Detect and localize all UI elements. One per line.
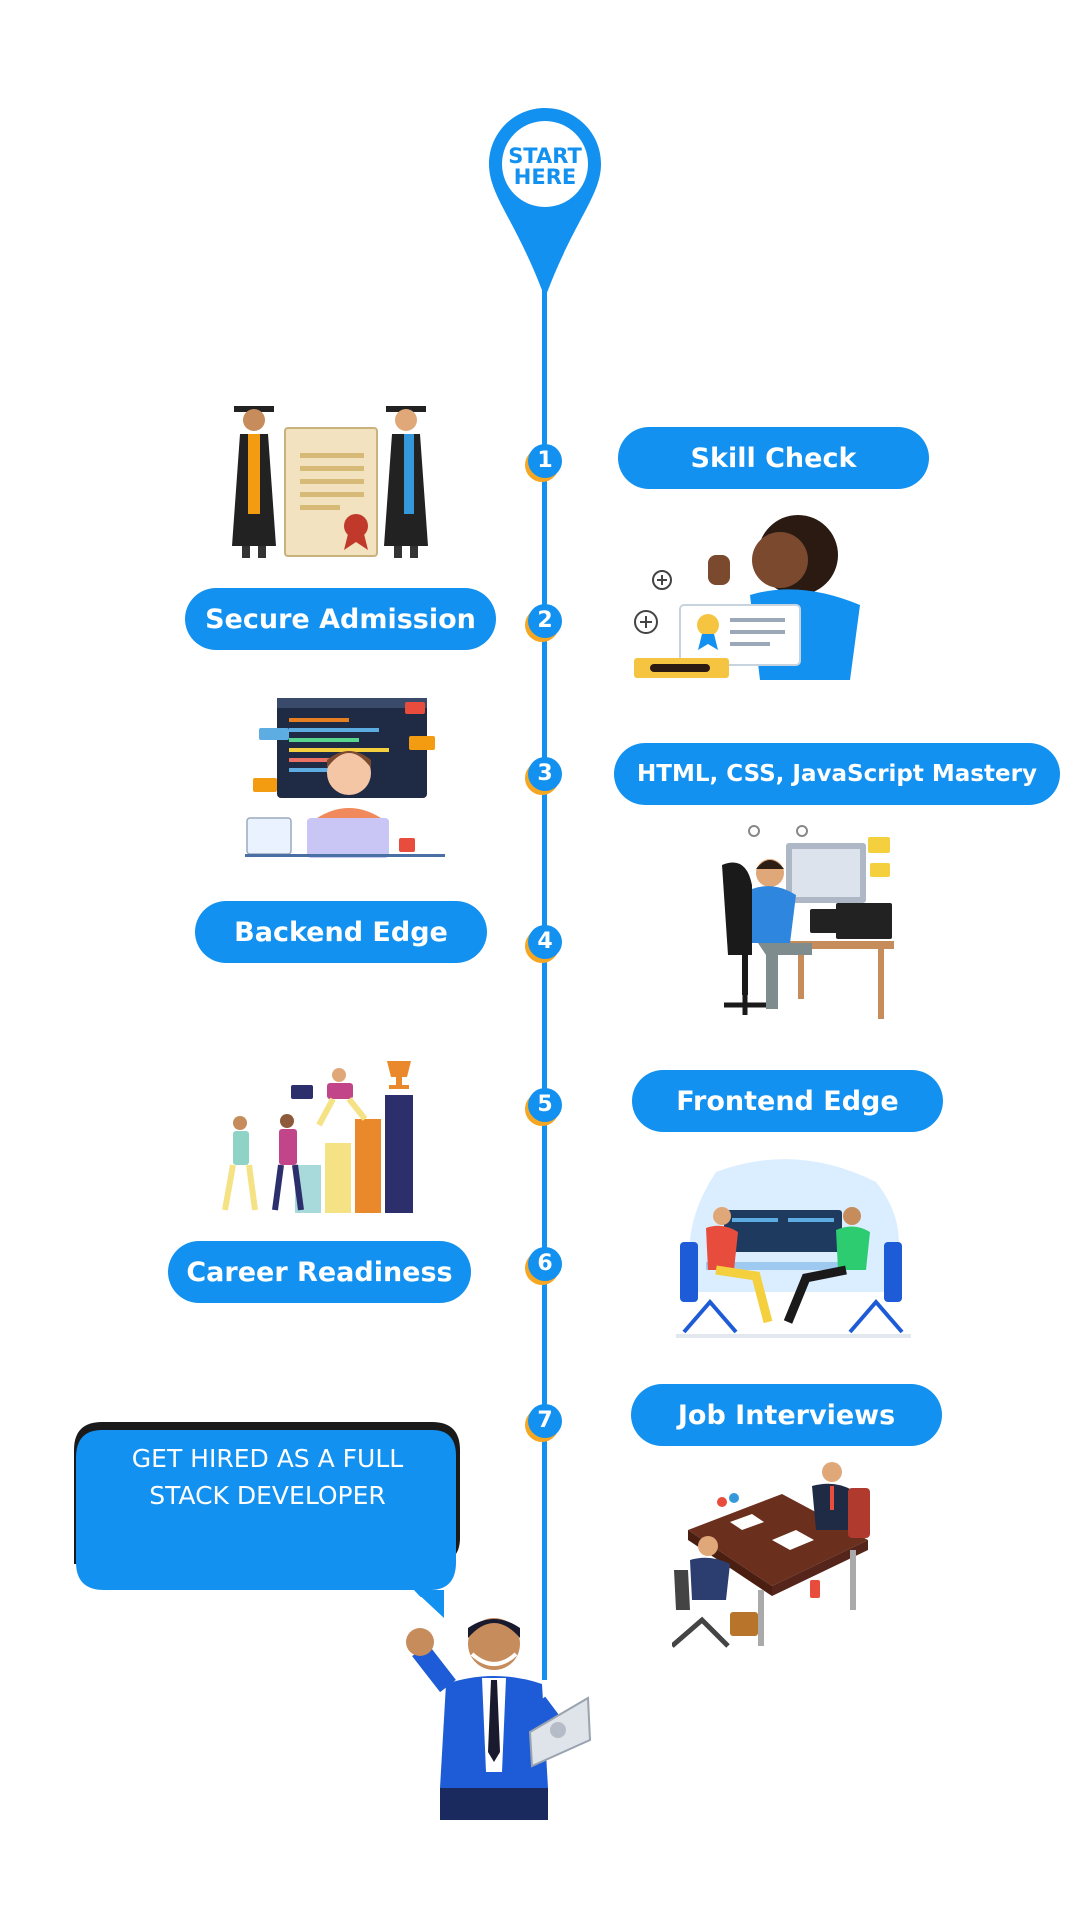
- goal-line-1: GET HIRED AS A FULL: [131, 1444, 404, 1473]
- map-pin-icon: [489, 108, 601, 298]
- step-node-4: 4: [528, 925, 562, 959]
- start-here-line-1: START: [508, 144, 582, 168]
- step-label-backend-edge: Backend Edge: [195, 901, 487, 963]
- step-number: 2: [537, 608, 553, 633]
- step-label-skill-check: Skill Check: [618, 427, 929, 489]
- step-number: 7: [537, 1408, 553, 1433]
- start-here-label: START HERE: [489, 146, 601, 188]
- step-label-frontend-edge: Frontend Edge: [632, 1070, 943, 1132]
- goal-speech-bubble: [74, 1422, 460, 1597]
- step-label-career-readiness: Career Readiness: [168, 1241, 471, 1303]
- graduates-with-diploma-illustration: [232, 406, 428, 558]
- speech-bubble-tail: [414, 1590, 444, 1618]
- team-climbing-bar-chart-illustration: [222, 1061, 413, 1213]
- timeline-line: [542, 290, 547, 1680]
- job-interview-desk-illustration: [672, 1462, 870, 1648]
- step-node-3: 3: [528, 757, 562, 791]
- step-node-1: 1: [528, 444, 562, 478]
- step-number: 1: [537, 448, 553, 473]
- woman-cheering-certificate-illustration: [634, 515, 860, 680]
- start-here-line-2: HERE: [513, 165, 577, 189]
- developer-at-laptop-code-illustration: [245, 698, 445, 858]
- goal-text: GET HIRED AS A FULL STACK DEVELOPER: [90, 1440, 445, 1514]
- step-label-html-css-js-mastery: HTML, CSS, JavaScript Mastery: [614, 743, 1060, 805]
- step-node-7: 7: [528, 1404, 562, 1438]
- developer-at-desk-html-illustration: [722, 825, 894, 1019]
- step-number: 6: [537, 1251, 553, 1276]
- step-label-secure-admission: Secure Admission: [185, 588, 496, 650]
- step-node-2: 2: [528, 604, 562, 638]
- goal-line-2: STACK DEVELOPER: [149, 1481, 386, 1510]
- start-here-pin: START HERE: [489, 108, 601, 298]
- step-number: 4: [537, 929, 553, 954]
- step-label-job-interviews: Job Interviews: [631, 1384, 942, 1446]
- step-number: 3: [537, 761, 553, 786]
- step-node-6: 6: [528, 1247, 562, 1281]
- step-node-5: 5: [528, 1088, 562, 1122]
- step-number: 5: [537, 1092, 553, 1117]
- hired-developer-celebrating-illustration: [406, 1618, 592, 1820]
- two-developers-coding-illustration: [676, 1159, 911, 1338]
